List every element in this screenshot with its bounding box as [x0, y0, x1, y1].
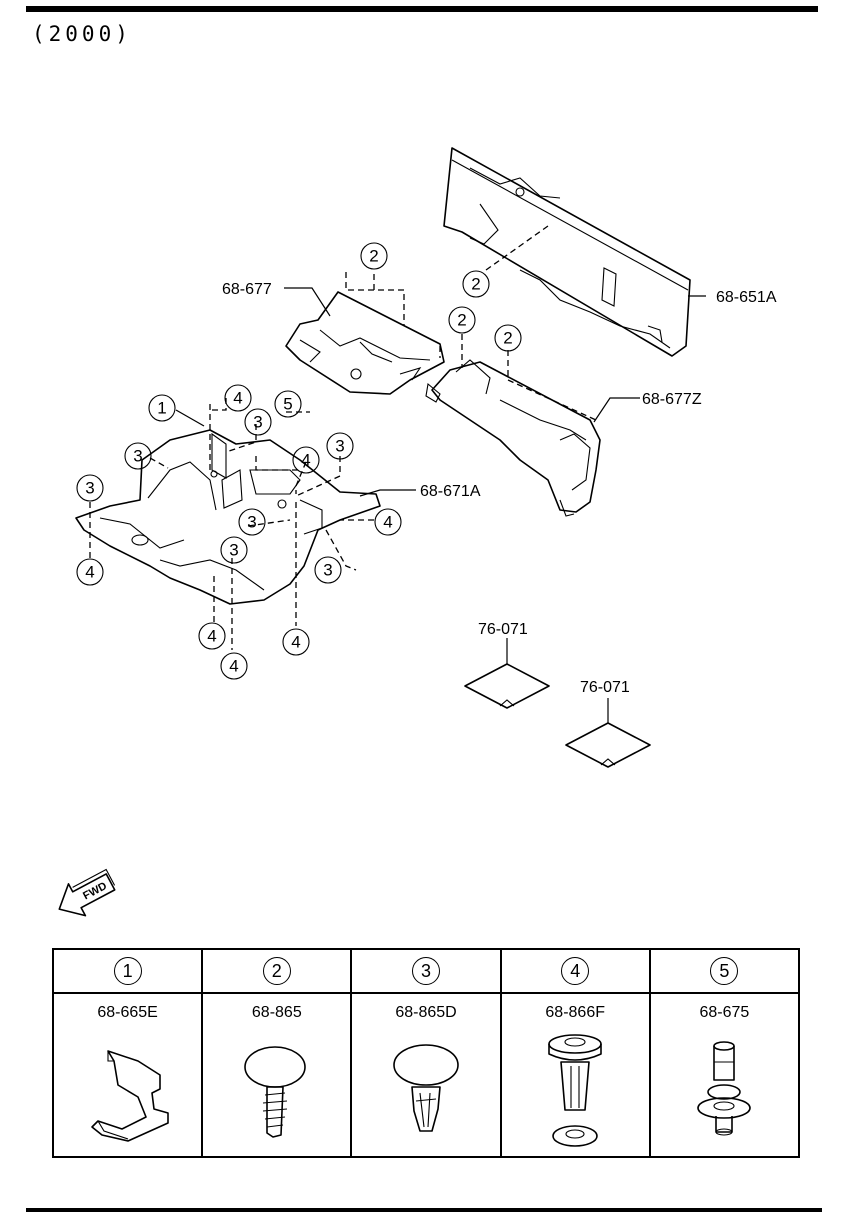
front-floor-insulator: [75, 429, 381, 605]
fastener-cell-4: 4 68-866F: [501, 950, 651, 1156]
callout-3: 3: [220, 536, 248, 564]
svg-text:4: 4: [383, 513, 392, 532]
svg-text:3: 3: [253, 413, 262, 432]
fastener-part-number: 68-866F: [545, 1004, 605, 1021]
fastener-paths: [89, 225, 597, 650]
fastener-ref: 3: [412, 957, 440, 985]
svg-text:3: 3: [85, 479, 94, 498]
callout-3: 3: [326, 432, 354, 460]
fixing-sheet-b: [565, 722, 651, 768]
label-68-651A: 68-651A: [716, 289, 777, 306]
svg-text:1: 1: [157, 399, 166, 418]
fastener-ref: 1: [113, 957, 142, 985]
svg-text:4: 4: [207, 627, 216, 646]
year-code: (2000): [32, 22, 132, 46]
label-68-677: 68-677: [222, 281, 272, 298]
center-floor-insulator: [285, 291, 445, 395]
svg-text:2: 2: [503, 329, 512, 348]
svg-text:4: 4: [291, 633, 300, 652]
callout-3: 3: [314, 556, 342, 584]
callout-4: 4: [282, 628, 310, 656]
fastener-part-number: 68-675: [699, 1004, 750, 1021]
callout-3: 3: [124, 442, 152, 470]
fastener-cell-2: 2 68-865: [203, 950, 353, 1156]
exploded-parts-diagram: 68-677 68-651A 68-677Z 68-671A 76-071 76…: [58, 147, 777, 917]
callout-5: 5: [274, 390, 302, 418]
callout-4: 4: [76, 558, 104, 586]
label-68-677Z: 68-677Z: [642, 391, 702, 408]
callout-3: 3: [244, 408, 272, 436]
fastener-table: 1 68-665E 2 68-865 3 68-865D: [52, 948, 800, 1158]
rear-panel-insulator: [443, 147, 691, 357]
bottom-rule: [26, 1208, 822, 1212]
fastener-part-number: 68-665E: [97, 1004, 158, 1021]
tunnel-insulator: [425, 359, 601, 517]
callout-1: 1: [148, 394, 176, 422]
grommet-clip-icon: [548, 1034, 603, 1147]
svg-text:4: 4: [85, 563, 94, 582]
fastener-cell-3: 3 68-865D: [352, 950, 502, 1156]
push-clip-icon: [393, 1044, 459, 1132]
callout-2: 2: [462, 270, 490, 298]
fixing-sheet-a: [464, 663, 550, 709]
svg-text:3: 3: [335, 437, 344, 456]
callout-4: 4: [220, 652, 248, 680]
fastener-ref: 2: [262, 957, 291, 985]
svg-text:3: 3: [323, 561, 332, 580]
svg-text:3: 3: [229, 541, 238, 560]
label-68-671A: 68-671A: [420, 483, 481, 500]
callout-4: 4: [198, 622, 226, 650]
fwd-label: FWD: [81, 880, 109, 902]
fastener-ref: 5: [710, 957, 739, 985]
fwd-arrow-icon: FWD: [58, 868, 116, 917]
callout-3: 3: [238, 508, 266, 536]
callout-4: 4: [224, 384, 252, 412]
svg-text:4: 4: [301, 451, 310, 470]
svg-text:3: 3: [133, 447, 142, 466]
clip-bracket-icon: [90, 1050, 169, 1142]
fastener-part-number: 68-865D: [395, 1004, 457, 1021]
svg-text:5: 5: [283, 395, 292, 414]
leader-lines: [175, 287, 706, 723]
svg-text:4: 4: [233, 389, 242, 408]
callout-2: 2: [360, 242, 388, 270]
label-76-071-a: 76-071: [478, 621, 528, 638]
stud-nut-icon: [697, 1041, 752, 1136]
top-rule: [26, 6, 818, 12]
callout-3: 3: [76, 474, 104, 502]
fastener-cell-1: 1 68-665E: [54, 950, 204, 1156]
callout-markers: 2 2 2 2 1 4 3 5 3 3 4 3 3 4 3 4 3 4 4 4: [76, 242, 522, 680]
callout-2: 2: [494, 324, 522, 352]
svg-text:3: 3: [247, 513, 256, 532]
fastener-ref: 4: [561, 957, 590, 985]
svg-text:4: 4: [229, 657, 238, 676]
callout-4: 4: [292, 446, 320, 474]
label-76-071-b: 76-071: [580, 679, 630, 696]
svg-text:2: 2: [369, 247, 378, 266]
fastener-part-number: 68-865: [251, 1004, 302, 1021]
callout-4: 4: [374, 508, 402, 536]
callout-2: 2: [448, 306, 476, 334]
svg-text:2: 2: [457, 311, 466, 330]
svg-text:2: 2: [471, 275, 480, 294]
fastener-cell-5: 5 68-675: [650, 950, 799, 1156]
push-rivet-icon: [243, 1046, 306, 1138]
